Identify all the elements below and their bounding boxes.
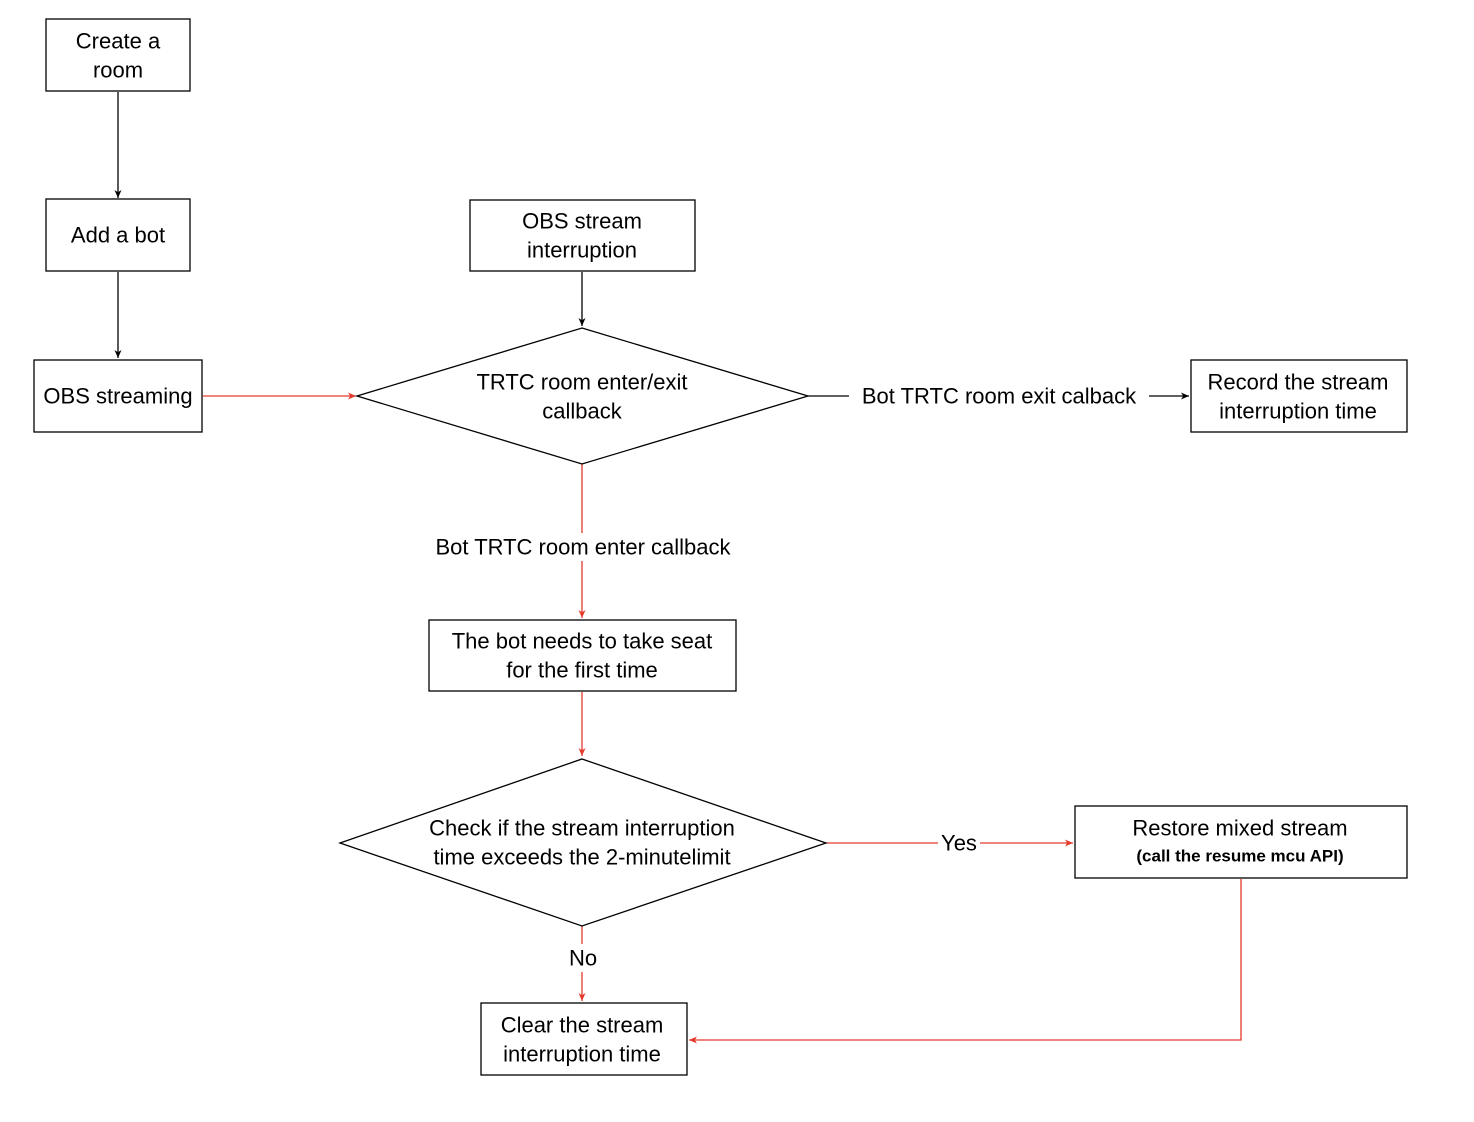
node-obs-interruption: OBS stream interruption [469,199,696,272]
trtc-callback-line-2: callback [542,399,622,424]
check-limit-line-2: time exceeds the 2-minutelimit [433,845,730,870]
record-time-line-2: interruption time [1219,399,1377,424]
node-create-room: Create a room [45,18,191,92]
add-bot-label: Add a bot [71,223,165,248]
node-check-limit-decision: Check if the stream interruption time ex… [338,758,829,927]
node-obs-streaming: OBS streaming [33,359,203,433]
obs-interruption-line-2: interruption [527,238,637,263]
obs-interruption-line-1: OBS stream [522,209,642,234]
edge-label-yes: Yes [941,831,977,856]
edge-restore-to-clear [689,879,1242,1044]
obs-streaming-label: OBS streaming [43,384,192,409]
edge-label-no: No [569,946,597,971]
edge-labels: Bot TRTC room exit calback Bot TRTC room… [420,382,1149,972]
node-record-time: Record the stream interruption time [1190,359,1408,433]
edge-label-enter-callback: Bot TRTC room enter callback [435,535,731,560]
node-clear-time: Clear the stream interruption time [480,1002,688,1076]
node-add-bot: Add a bot [45,198,191,272]
node-take-seat: The bot needs to take seat for the first… [428,619,737,692]
clear-time-line-2: interruption time [503,1042,661,1067]
edge-label-exit-callback: Bot TRTC room exit calback [862,384,1137,409]
clear-time-line-1: Clear the stream [501,1013,664,1038]
restore-stream-title: Restore mixed stream [1132,816,1347,841]
create-room-line-1: Create a [76,29,161,54]
take-seat-line-1: The bot needs to take seat [452,629,713,654]
take-seat-line-2: for the first time [506,658,658,683]
record-time-line-1: Record the stream [1208,370,1389,395]
node-restore-stream: Restore mixed stream (call the resume mc… [1074,805,1408,879]
restore-stream-subtitle: (call the resume mcu API) [1136,847,1343,866]
trtc-callback-line-1: TRTC room enter/exit [476,370,687,395]
check-limit-line-1: Check if the stream interruption [429,816,735,841]
node-trtc-callback-decision: TRTC room enter/exit callback [354,327,811,465]
create-room-line-2: room [93,58,143,83]
